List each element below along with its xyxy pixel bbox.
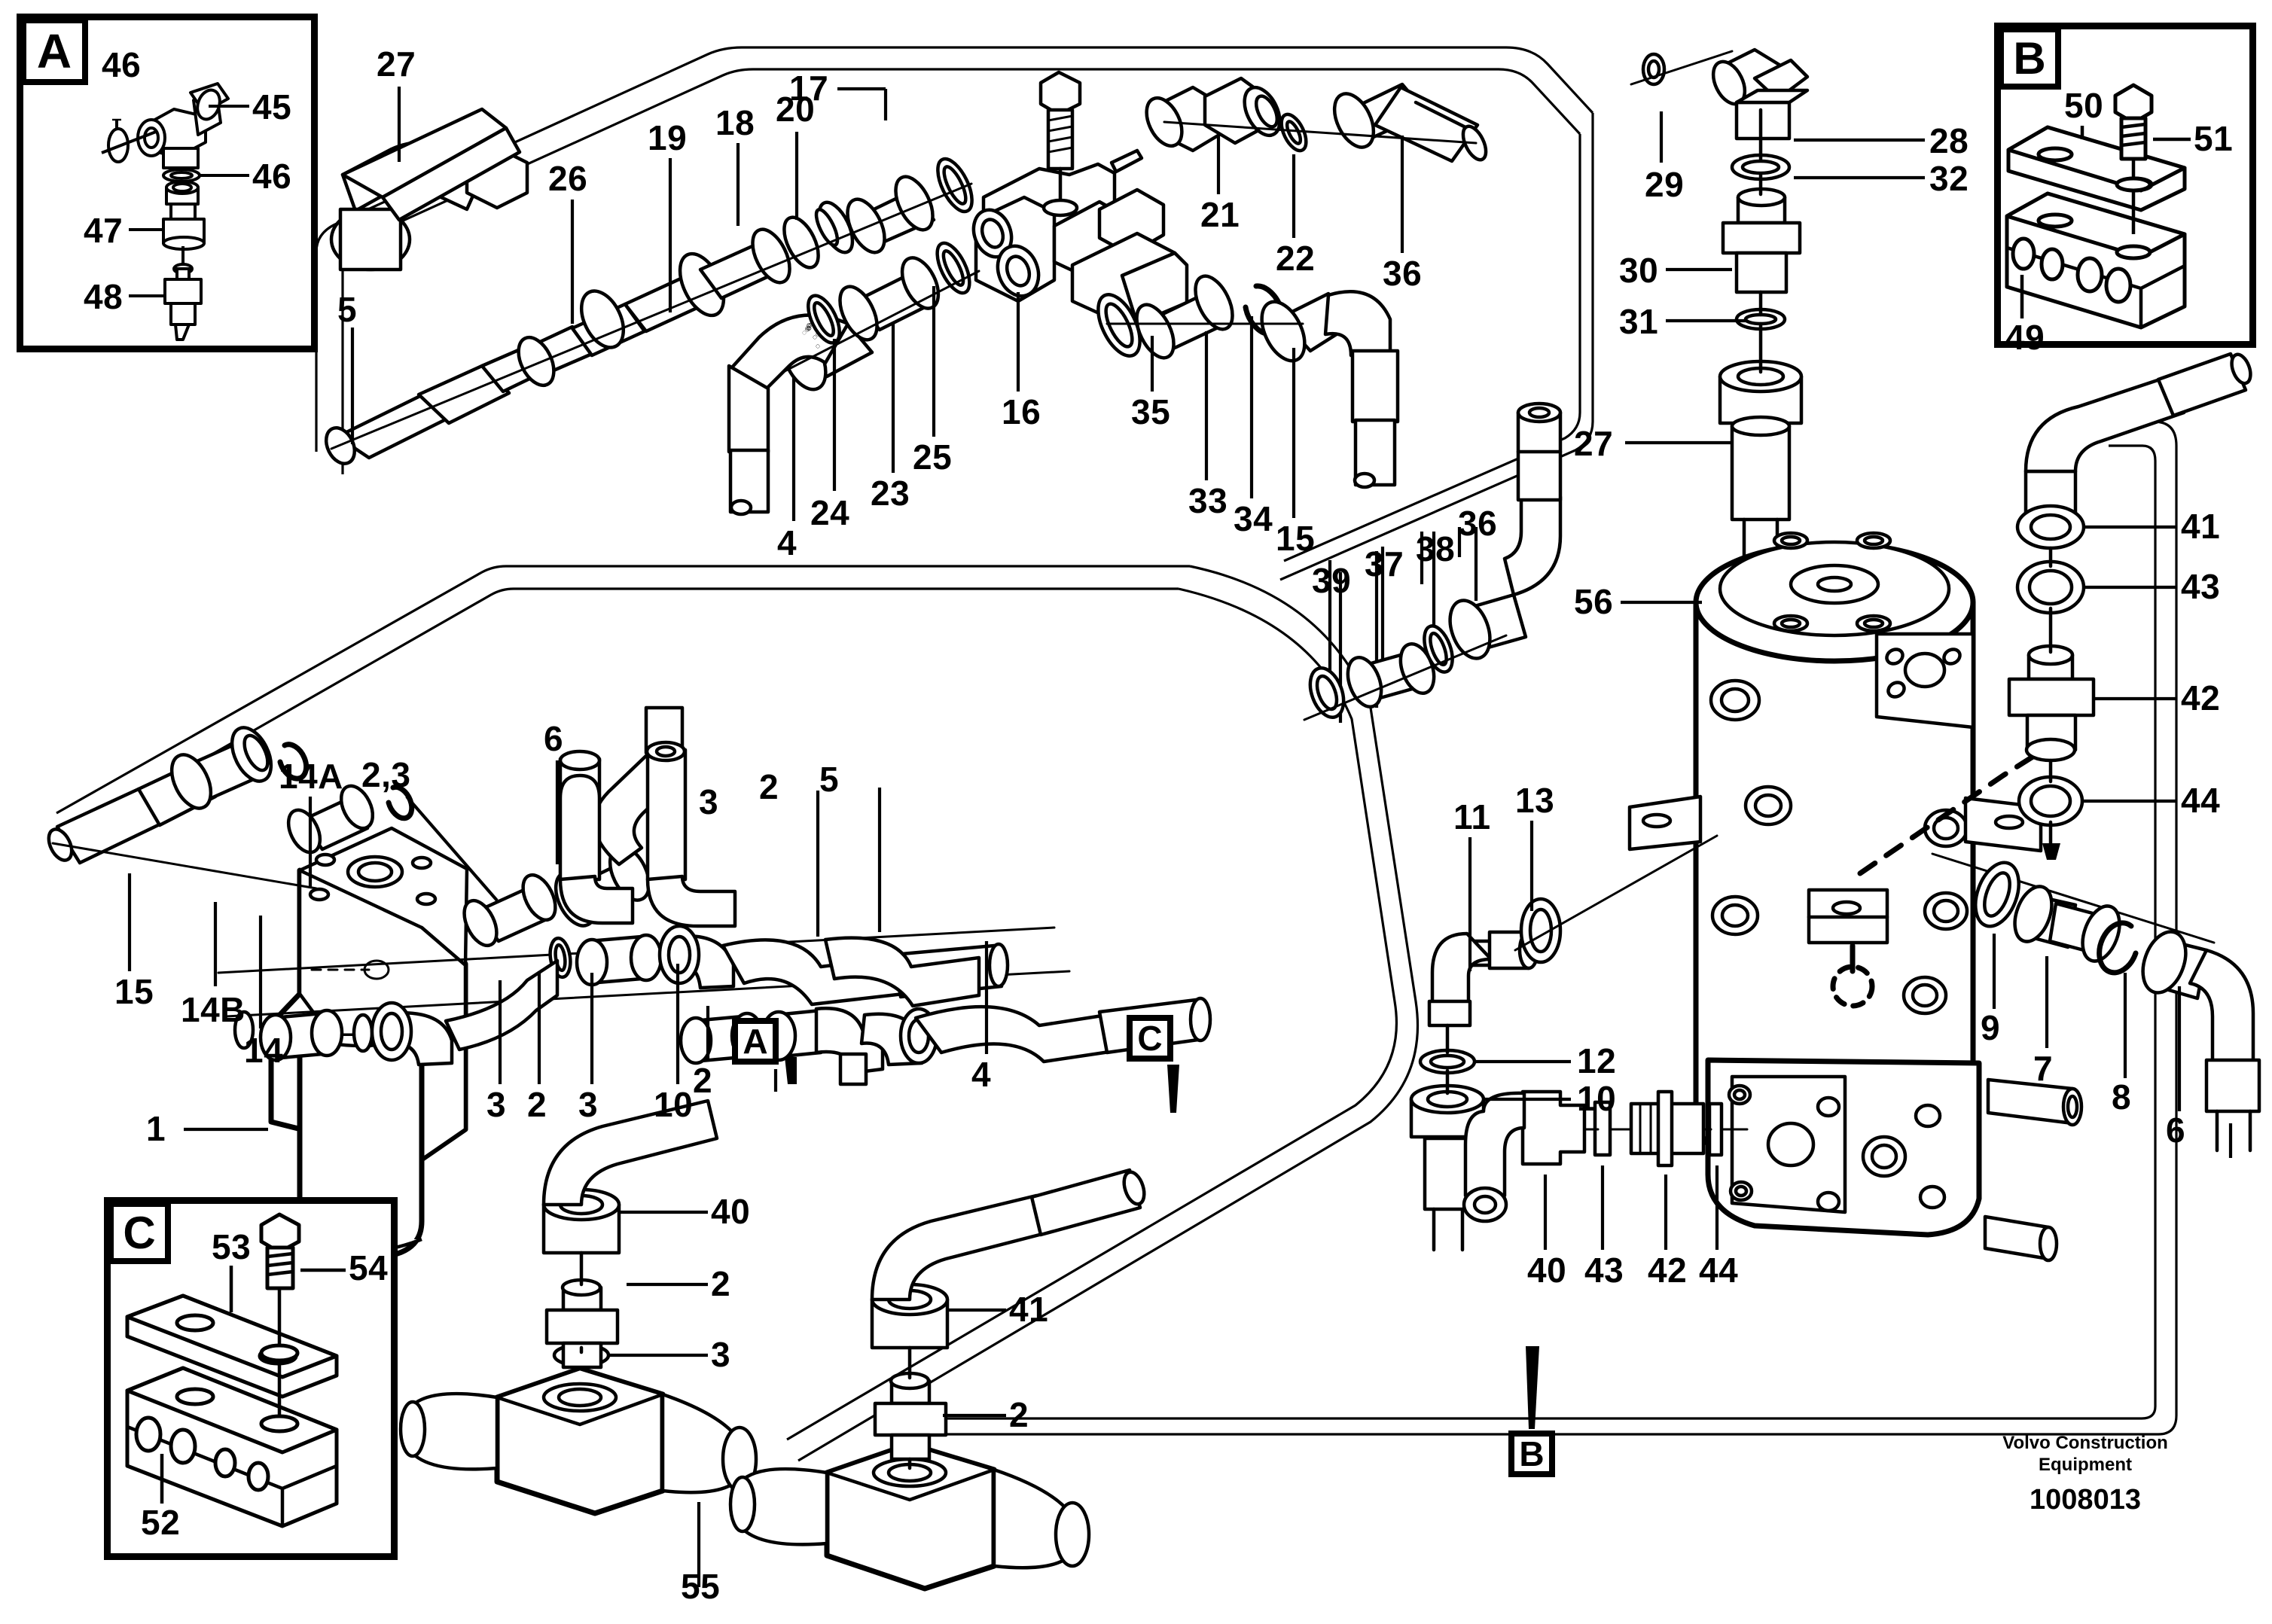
detail-b-label-49: 49 [2005, 318, 2045, 357]
detail-view-c: .cw{fill:#fff;stroke:#000;stroke-width:5… [104, 1197, 398, 1560]
marker-b-main[interactable]: B [1508, 1431, 1555, 1477]
brand-line-2: Equipment [2039, 1455, 2132, 1476]
callout-24: 24 [810, 493, 850, 532]
detail-c-artwork: .cw{fill:#fff;stroke:#000;stroke-width:5… [125, 1212, 346, 1528]
callout-17: 17 [789, 69, 829, 108]
callout-5-upper: 5 [337, 290, 358, 329]
detail-a-letter-badge: A [20, 17, 88, 85]
callout-36-hose: 36 [1458, 504, 1498, 543]
callout-3-row2-a: 3 [486, 1085, 507, 1124]
callout-55: 55 [681, 1567, 721, 1606]
detail-b-letter-badge: B [1998, 26, 2061, 90]
callout-10-lower: 10 [654, 1085, 694, 1124]
callout-35: 35 [1131, 392, 1171, 431]
detail-a-label-47: 47 [84, 211, 124, 250]
callout-16: 16 [1002, 392, 1041, 431]
detail-a-label-46-top: 46 [102, 45, 142, 84]
callout-2-upper-row: 2 [759, 767, 779, 806]
callout-12: 12 [1577, 1041, 1617, 1080]
callout-25: 25 [913, 437, 953, 477]
callout-33: 33 [1188, 481, 1228, 520]
callout-22: 22 [1276, 239, 1316, 278]
callout-21: 21 [1200, 195, 1240, 234]
callout-34: 34 [1234, 499, 1273, 538]
callout-13: 13 [1515, 781, 1555, 820]
callout-26: 26 [548, 159, 588, 198]
detail-b-artwork: .bw{fill:#fff;stroke:#000;stroke-width:5… [2005, 83, 2191, 330]
detail-view-a: .dw{fill:#fff;stroke:#000;stroke-width:4… [17, 14, 318, 352]
callout-14B: 14B [181, 990, 245, 1029]
callout-42-bottom: 42 [1648, 1251, 1688, 1290]
callout-2-cyl-right: 2 [1009, 1395, 1029, 1434]
callout-30: 30 [1619, 251, 1659, 290]
callout-41-swivel: 41 [2181, 507, 2221, 546]
detail-a-label-45: 45 [252, 87, 292, 126]
callout-7: 7 [2033, 1049, 2054, 1088]
callout-18: 18 [715, 103, 755, 142]
callout-2-3: 2,3 [361, 755, 411, 794]
callout-2-row2-a: 2 [527, 1085, 547, 1124]
detail-a-label-48: 48 [84, 277, 124, 316]
callout-40-swivel: 40 [1527, 1251, 1567, 1290]
callout-44-bottom: 44 [1699, 1251, 1739, 1290]
callout-20: 20 [776, 90, 816, 129]
footer-brand-block: Volvo Construction Equipment 1008013 [1950, 1432, 2221, 1516]
callout-14A: 14A [279, 757, 343, 796]
detail-view-b: .bw{fill:#fff;stroke:#000;stroke-width:5… [1994, 23, 2256, 355]
callout-32: 32 [1929, 159, 1969, 198]
callout-39: 39 [1312, 561, 1352, 600]
callout-11: 11 [1453, 797, 1491, 836]
callout-1: 1 [146, 1109, 166, 1148]
callout-2-row2-c: 2 [693, 1061, 713, 1100]
callout-44-swivel: 44 [2181, 781, 2221, 820]
callout-41-cyl: 41 [1009, 1290, 1049, 1329]
callout-56: 56 [1574, 582, 1614, 621]
callout-3-upper-row: 3 [699, 782, 719, 821]
callout-19: 19 [648, 118, 688, 157]
callout-37: 37 [1365, 544, 1404, 583]
callout-31: 31 [1619, 302, 1659, 341]
callout-43-bottom: 43 [1584, 1251, 1624, 1290]
callout-8: 8 [2112, 1077, 2132, 1117]
callout-9: 9 [1981, 1008, 2001, 1047]
callout-36-upper: 36 [1383, 254, 1423, 293]
callout-27-upper: 27 [377, 44, 416, 84]
callout-10-swivel: 10 [1577, 1079, 1617, 1118]
callout-28: 28 [1929, 121, 1969, 160]
callout-4-upper: 4 [777, 523, 797, 562]
callout-5-lower: 5 [819, 760, 840, 799]
detail-b-label-51: 51 [2194, 119, 2234, 158]
callout-3-cyl-left: 3 [711, 1335, 731, 1374]
callout-4-lower: 4 [971, 1055, 992, 1094]
callout-15-lower: 15 [114, 972, 154, 1011]
detail-c-label-52: 52 [141, 1503, 181, 1542]
callout-3-row2-b: 3 [578, 1085, 599, 1124]
detail-a-artwork: .dw{fill:#fff;stroke:#000;stroke-width:4… [101, 82, 249, 341]
callout-43-swivel: 43 [2181, 567, 2221, 606]
callout-27-swivel: 27 [1574, 424, 1614, 463]
callout-40-cyl: 40 [711, 1192, 751, 1231]
callout-14: 14 [244, 1031, 284, 1070]
callout-6-lower: 6 [544, 719, 564, 758]
callout-15-upper: 15 [1276, 519, 1316, 558]
callout-6-swivel: 6 [2166, 1111, 2186, 1150]
detail-c-letter-badge: C [108, 1201, 171, 1264]
drawing-number: 1008013 [2030, 1483, 2141, 1516]
detail-c-label-54: 54 [349, 1248, 389, 1287]
callout-2-cyl-left: 2 [711, 1264, 731, 1303]
detail-c-label-53: 53 [212, 1227, 252, 1266]
callout-23: 23 [871, 474, 910, 513]
detail-b-label-50: 50 [2064, 86, 2104, 125]
marker-c-main[interactable]: C [1127, 1015, 1173, 1062]
brand-line-1: Volvo Construction [2002, 1433, 2168, 1453]
callout-42-swivel: 42 [2181, 678, 2221, 718]
callout-38: 38 [1416, 529, 1456, 568]
callout-29: 29 [1645, 165, 1685, 204]
detail-a-label-46-mid: 46 [252, 157, 292, 196]
marker-a-main[interactable]: A [732, 1018, 779, 1065]
